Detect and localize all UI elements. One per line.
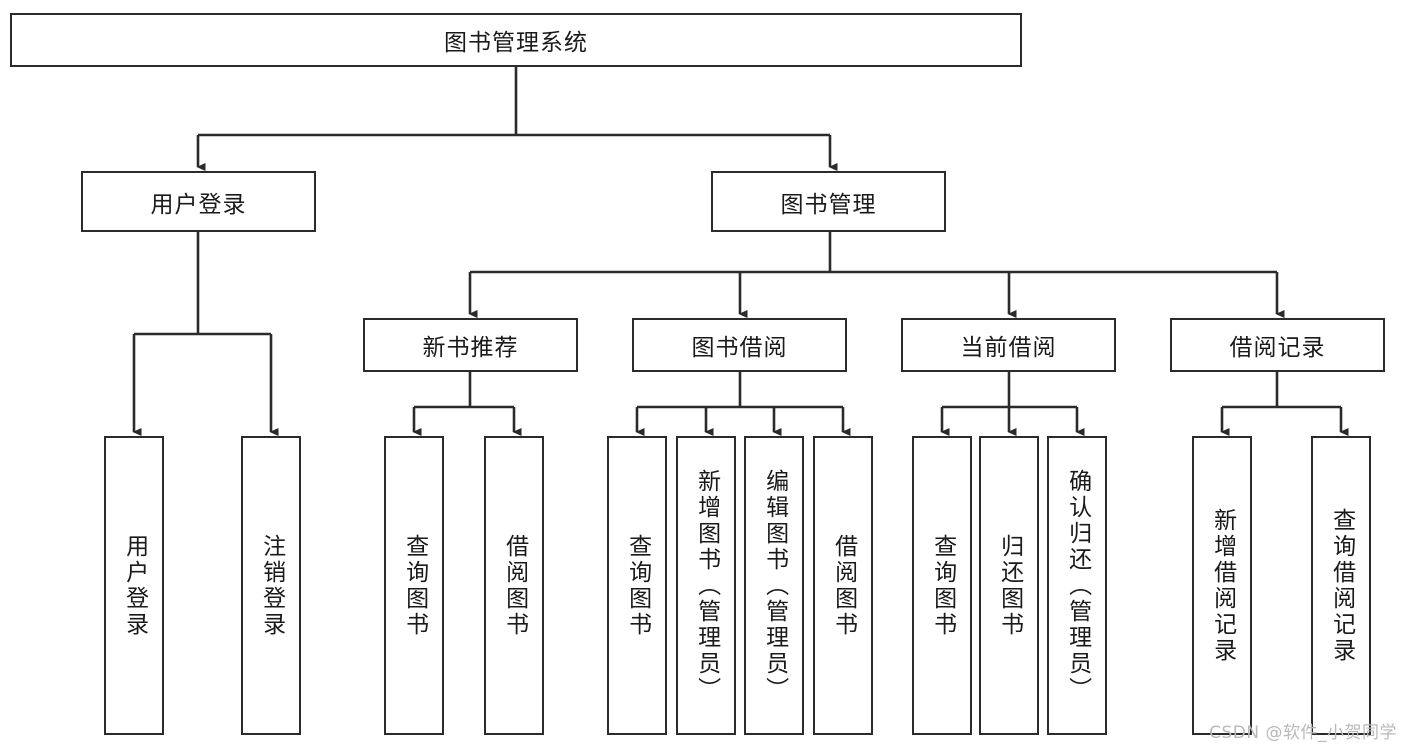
node-label: 图书借阅	[691, 335, 788, 361]
node-label: 归还图书	[996, 533, 1023, 638]
node-label: 图书管理系统	[444, 30, 588, 56]
node-label: 用户登录	[121, 533, 148, 638]
node-label: 查询图书	[401, 533, 428, 638]
node-leaf-return-book[interactable]: 归还图书	[979, 436, 1039, 735]
node-borrowing-record[interactable]: 借阅记录	[1170, 318, 1385, 372]
node-leaf-query-borrowing-record[interactable]: 查询借阅记录	[1311, 436, 1371, 735]
node-label: 新书推荐	[422, 335, 519, 361]
node-label: 查询借阅记录	[1328, 507, 1355, 664]
csdn-watermark: CSDN @软件_小贺同学	[1209, 723, 1397, 743]
node-book-borrowing[interactable]: 图书借阅	[632, 318, 847, 372]
node-label: 编辑图书（管理员）	[761, 468, 788, 703]
node-leaf-query-book-recommendation[interactable]: 查询图书	[384, 436, 444, 735]
node-leaf-add-borrowing-record[interactable]: 新增借阅记录	[1192, 436, 1252, 735]
node-leaf-add-book-admin[interactable]: 新增图书（管理员）	[676, 436, 736, 735]
node-label: 查询图书	[624, 533, 651, 638]
node-leaf-user-login[interactable]: 用户登录	[104, 436, 164, 735]
node-label: 图书管理	[780, 191, 877, 218]
node-leaf-borrow-book-borrowing[interactable]: 借阅图书	[813, 436, 873, 735]
node-label: 新增图书（管理员）	[693, 468, 720, 703]
node-label: 当前借阅	[960, 335, 1057, 361]
node-label: 用户登录	[150, 191, 247, 218]
node-current-borrowing[interactable]: 当前借阅	[901, 318, 1116, 372]
node-leaf-logout[interactable]: 注销登录	[241, 436, 301, 735]
node-leaf-query-book-current[interactable]: 查询图书	[912, 436, 972, 735]
node-leaf-query-book-borrowing[interactable]: 查询图书	[607, 436, 667, 735]
node-new-book-recommendation[interactable]: 新书推荐	[363, 318, 578, 372]
node-label: 借阅图书	[501, 533, 528, 638]
node-leaf-edit-book-admin[interactable]: 编辑图书（管理员）	[744, 436, 804, 735]
node-label: 注销登录	[258, 533, 285, 638]
node-label: 借阅图书	[830, 533, 857, 638]
node-leaf-confirm-return-admin[interactable]: 确认归还（管理员）	[1047, 436, 1107, 735]
node-label: 查询图书	[929, 533, 956, 638]
node-leaf-borrow-book-recommendation[interactable]: 借阅图书	[484, 436, 544, 735]
node-book-management[interactable]: 图书管理	[711, 171, 946, 232]
node-label: 确认归还（管理员）	[1064, 468, 1091, 703]
node-label: 新增借阅记录	[1209, 507, 1236, 664]
node-root-book-management-system[interactable]: 图书管理系统	[10, 13, 1022, 67]
node-user-login[interactable]: 用户登录	[81, 171, 316, 232]
node-label: 借阅记录	[1229, 335, 1326, 361]
